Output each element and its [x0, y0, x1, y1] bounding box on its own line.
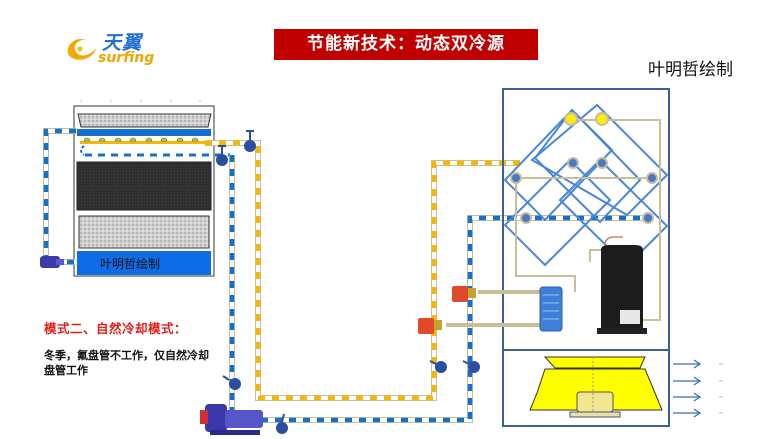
logo-text-en: surfing — [98, 50, 155, 66]
logo-text-cn: 天翼 — [102, 32, 143, 54]
arrow-icon — [673, 408, 702, 418]
logo: 天翼 surfing — [62, 28, 172, 70]
valve-icon — [222, 375, 241, 390]
author-credit: 叶明哲绘制 — [648, 60, 733, 80]
compressor-icon — [597, 236, 647, 334]
airflow-arrows — [673, 359, 723, 418]
mode-description: 冬季，氟盘管不工作，仅自然冷却盘管工作 — [44, 349, 209, 377]
spray-nozzles — [80, 137, 210, 144]
fill-media — [76, 161, 212, 211]
water-basin — [77, 251, 211, 275]
valve-icon — [216, 145, 228, 166]
basin-pump-icon — [40, 256, 64, 268]
indoor-unit — [418, 88, 723, 427]
motorized-valve-icon — [452, 286, 476, 302]
plate-heat-exchanger-icon — [539, 286, 563, 332]
butterfly-valves — [216, 130, 480, 434]
motorized-valves — [418, 286, 476, 334]
logo-swirl-icon — [67, 38, 96, 60]
valve-icon — [276, 413, 288, 434]
arrow-icon — [673, 376, 702, 386]
tower-top-dots — [80, 100, 201, 102]
cooling-tower — [73, 100, 230, 277]
valve-icon — [244, 130, 256, 152]
drift-eliminator — [77, 113, 212, 128]
motorized-valve-icon — [418, 318, 442, 334]
coil-bend — [80, 145, 85, 156]
valve-icon — [462, 360, 480, 373]
unit-fan-frame — [502, 349, 670, 427]
basin-pipe — [43, 128, 76, 265]
valve-icon — [429, 360, 447, 373]
exchanger-lines — [446, 290, 540, 327]
mode-title: 模式二、自然冷却模式： — [44, 321, 188, 336]
tower-header — [77, 129, 211, 136]
air-inlet-louver — [78, 215, 210, 249]
fan-icon — [529, 356, 663, 418]
tower-label: 叶明哲绘制 — [100, 257, 161, 271]
arrow-icon — [673, 359, 702, 369]
page-title: 节能新技术：动态双冷源 — [274, 29, 538, 60]
arrow-icon — [673, 392, 702, 402]
circulating-pump-icon — [200, 404, 263, 435]
coils — [503, 103, 669, 268]
coil-ports — [510, 112, 658, 224]
